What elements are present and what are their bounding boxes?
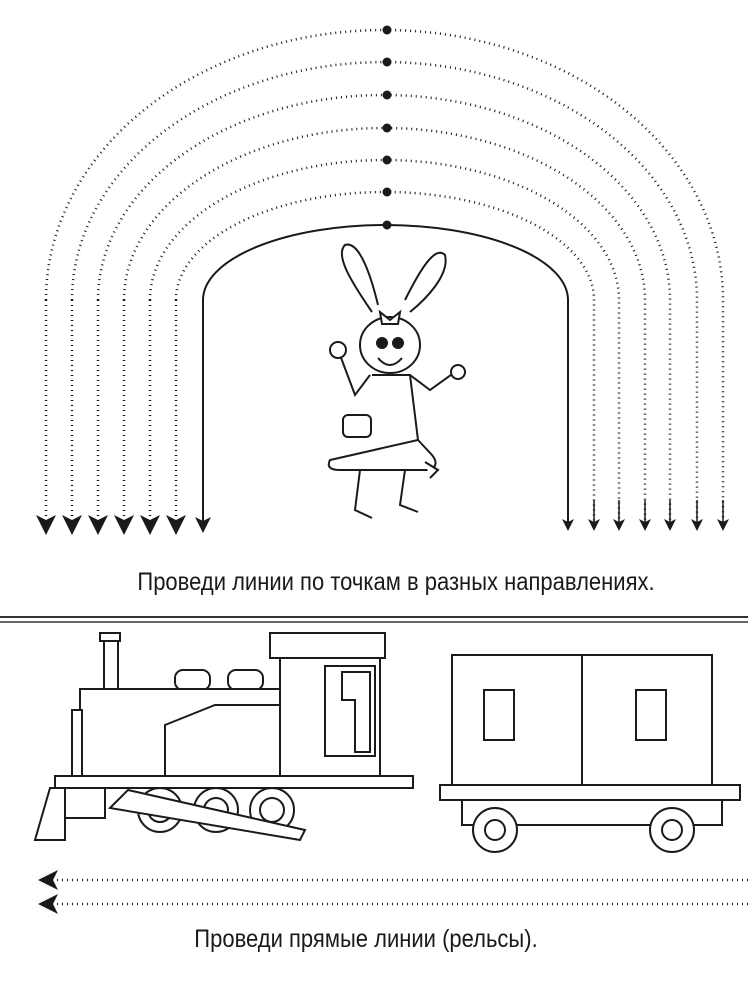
rail-guides — [38, 870, 748, 914]
start-dot — [382, 123, 392, 133]
locomotive — [33, 632, 414, 842]
start-dot — [382, 155, 392, 165]
wagon — [439, 654, 741, 853]
start-dot — [382, 25, 392, 35]
section-divider — [0, 616, 748, 623]
start-dot — [382, 57, 392, 67]
start-dot — [382, 90, 392, 100]
instruction-draw-rails: Проведи прямые линии (рельсы). — [194, 925, 538, 953]
rainbow-arches — [46, 25, 729, 525]
start-dot — [382, 220, 392, 230]
start-dot — [382, 187, 392, 197]
instruction-trace-dots: Проведи линии по точкам в разных направл… — [137, 568, 655, 596]
rabbit-illustration — [327, 243, 466, 519]
